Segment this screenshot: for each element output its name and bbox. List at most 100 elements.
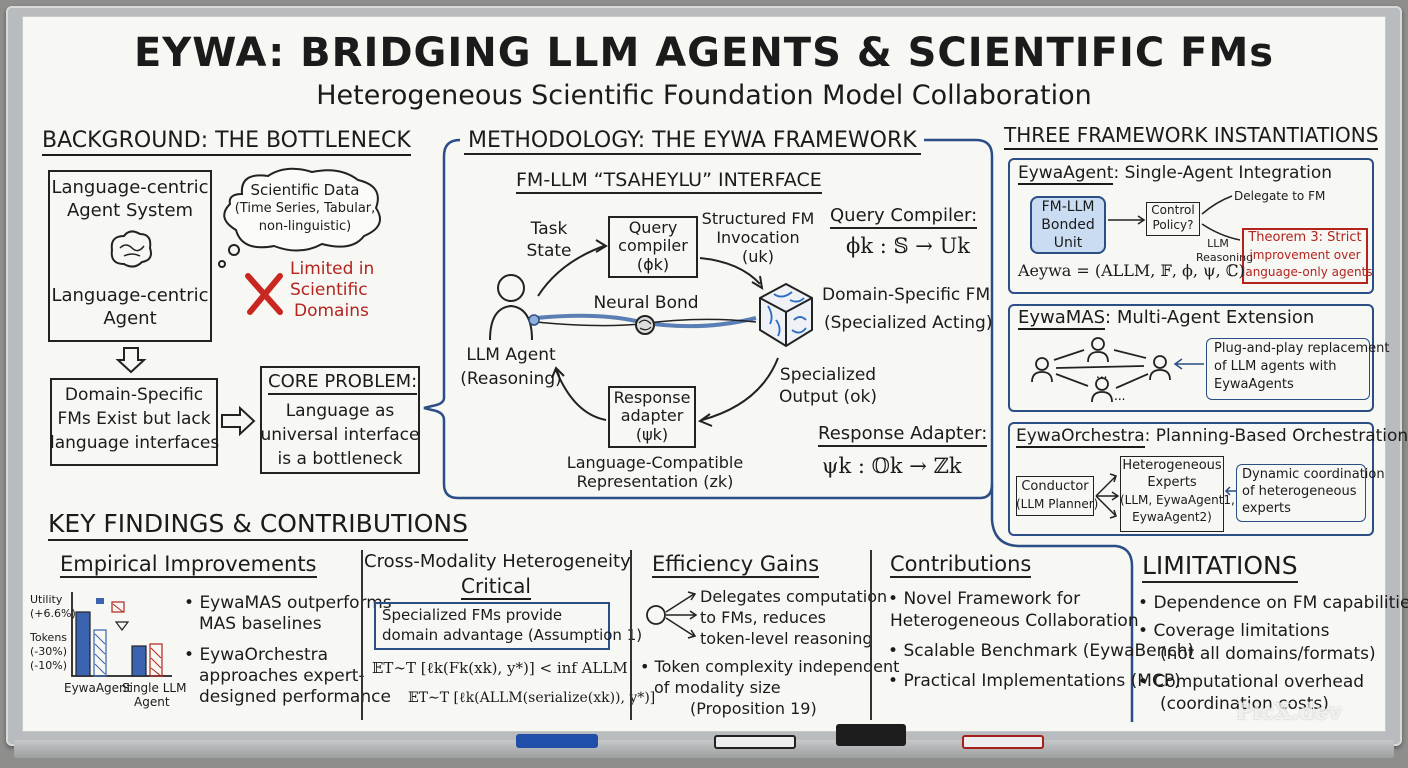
domain-fm-cube-icon xyxy=(759,282,813,348)
bonded-3: Unit xyxy=(1053,235,1083,251)
agent-label-1: Language-centric xyxy=(51,285,209,306)
llm-agent-2: (Reasoning) xyxy=(460,369,562,389)
bonded-1: FM-LLM xyxy=(1041,199,1095,215)
agent-system-box xyxy=(48,170,212,342)
eywamas-panel xyxy=(1008,304,1374,412)
token-bullet-1: • Token complexity independent xyxy=(640,657,900,676)
theorem-3: language-only agents xyxy=(1242,265,1373,279)
structured-1: Structured FM xyxy=(701,209,815,228)
delegate-label: Delegate to FM xyxy=(1234,189,1326,203)
mas-arrow-icon xyxy=(1173,358,1204,370)
cross-title-1: Cross-Modality Heterogeneity xyxy=(364,551,631,572)
cross-equation-1: 𝔼T∼T [ℓk(Fk(xk), y*)] < inf ALLM xyxy=(372,659,628,677)
theorem-2: improvement over xyxy=(1249,248,1361,262)
conductor-box xyxy=(1016,476,1094,516)
dynamic-box xyxy=(1236,464,1366,522)
eywamas-subtitle: : Multi-Agent Extension xyxy=(1105,307,1315,328)
bonded-unit-box xyxy=(1030,196,1106,254)
agent-label-2: Agent xyxy=(103,308,157,329)
limitation-2b: (not all domains/formats) xyxy=(1160,644,1376,664)
limited-2: Scientific xyxy=(290,280,368,300)
agent-system-label-2: Agent System xyxy=(66,200,194,221)
multi-agent-network-icon: ... ... xyxy=(1031,337,1171,403)
theorem-box xyxy=(1242,228,1368,284)
interface-title: FM-LLM “TSAHEYLU” INTERFACE xyxy=(516,169,822,194)
experts-4: EywaAgent2) xyxy=(1132,510,1212,524)
divider-1 xyxy=(361,550,363,720)
control-policy-box xyxy=(1146,202,1200,236)
watermark: PicX.dev xyxy=(1236,699,1342,725)
limitation-3a: • Computational overhead xyxy=(1138,672,1365,692)
response-box-2: adapter xyxy=(620,406,684,425)
neural-bond-label: Neural Bond xyxy=(593,293,699,313)
cross-equation-2: 𝔼T∼T [ℓk(ALLM(serialize(xk)), y*)] xyxy=(408,690,656,706)
contributions-title: Contributions xyxy=(890,552,1032,579)
methodology-heading: METHODOLOGY: THE EYWA FRAMEWORK xyxy=(464,128,921,156)
empirical-title: Empirical Improvements xyxy=(60,552,317,579)
tokens-2: (-30%) xyxy=(30,645,68,658)
conductor-1: Conductor xyxy=(1021,479,1089,494)
efficiency-title: Efficiency Gains xyxy=(652,552,820,579)
xlabel-agent: Agent xyxy=(134,695,170,709)
mas-note-box xyxy=(1206,338,1370,400)
query-box-2: compiler xyxy=(618,236,688,255)
assumption-box xyxy=(374,602,610,650)
eraser xyxy=(836,724,906,746)
page-subtitle: Heterogeneous Scientific Foundation Mode… xyxy=(316,80,1092,111)
lang-rep-2: Representation (zk) xyxy=(576,472,734,491)
core-problem-3: is a bottleneck xyxy=(277,449,403,469)
svg-text:...: ... xyxy=(1096,367,1107,381)
bar-single-llm-utility xyxy=(149,643,163,677)
experts-2: Experts xyxy=(1147,475,1197,490)
cloud-line-1: Scientific Data xyxy=(250,181,360,199)
limitation-3b: (coordination costs) xyxy=(1160,694,1329,714)
instantiations-heading: THREE FRAMEWORK INSTANTIATIONS xyxy=(1004,124,1379,150)
right-arrow-icon xyxy=(221,405,256,437)
core-problem-2: universal interface xyxy=(260,425,420,445)
eywamas-title: EywaMAS xyxy=(1018,307,1106,330)
response-adapter-box xyxy=(608,386,696,448)
mas-note-2: of LLM agents with xyxy=(1214,359,1337,374)
black-marker xyxy=(714,735,796,749)
empirical-bullet-2a: • EywaOrchestra xyxy=(184,645,329,665)
eywaagent-formula: Aeywa = (ALLM, 𝔽, ϕ, ψ, ℂ) xyxy=(1018,261,1245,280)
xlabel-single-llm: Single LLM xyxy=(122,681,187,695)
query-compiler-formula: ϕk : 𝕊 → Uk xyxy=(846,234,971,258)
query-compiler-title: Query Compiler: xyxy=(830,205,978,229)
theorem-1: Theorem 3: Strict xyxy=(1248,230,1362,245)
llm-reasoning-1: LLM xyxy=(1207,237,1229,250)
cloud-line-3: non-linguistic) xyxy=(258,219,352,234)
token-bullet-2: of modality size xyxy=(654,678,781,697)
dynamic-arrow-icon xyxy=(1224,486,1236,496)
red-marker xyxy=(962,735,1044,749)
conductor-2: (LLM Planner) xyxy=(1016,497,1099,511)
bar-eywaagent-tokens xyxy=(75,611,91,677)
marker-tray xyxy=(14,740,1394,758)
delegation-icon xyxy=(646,591,698,639)
llm-agent-1: LLM Agent xyxy=(466,345,556,365)
page-title: EYWA: BRIDGING LLM AGENTS & SCIENTIFIC F… xyxy=(133,30,1275,76)
svg-text:...: ... xyxy=(1114,389,1125,403)
orchestra-arrows xyxy=(1095,473,1120,519)
blue-marker xyxy=(516,734,598,748)
limited-1: Limited in xyxy=(290,259,375,279)
eywaagent-panel xyxy=(1008,158,1374,294)
eywaorchestra-heading: EywaOrchestra: Planning-Based Orchestrat… xyxy=(1016,426,1408,448)
contribution-2: • Scalable Benchmark (EywaBench) xyxy=(888,641,1195,661)
domain-fm-1: Domain-Specific FM xyxy=(822,285,991,305)
mas-note-1: Plug-and-play replacement xyxy=(1214,341,1390,356)
control-1: Control xyxy=(1151,203,1195,217)
empirical-bullet-2b: approaches expert- xyxy=(199,666,365,686)
specialized-output-1: Specialized xyxy=(779,365,877,385)
response-adapter-title: Response Adapter: xyxy=(818,423,988,447)
task-state-1: Task xyxy=(530,219,568,239)
domain-fms-3: language interfaces xyxy=(50,433,220,453)
utility-1: Utility xyxy=(30,593,63,606)
llm-agent-person-icon xyxy=(489,274,540,341)
findings-heading: KEY FINDINGS & CONTRIBUTIONS xyxy=(48,509,469,541)
limitations-title: LIMITATIONS xyxy=(1142,551,1298,583)
response-box-1: Response xyxy=(613,388,691,407)
empirical-bar-chart xyxy=(71,592,172,677)
experts-box xyxy=(1120,456,1224,532)
bond-node-icon xyxy=(635,315,655,335)
